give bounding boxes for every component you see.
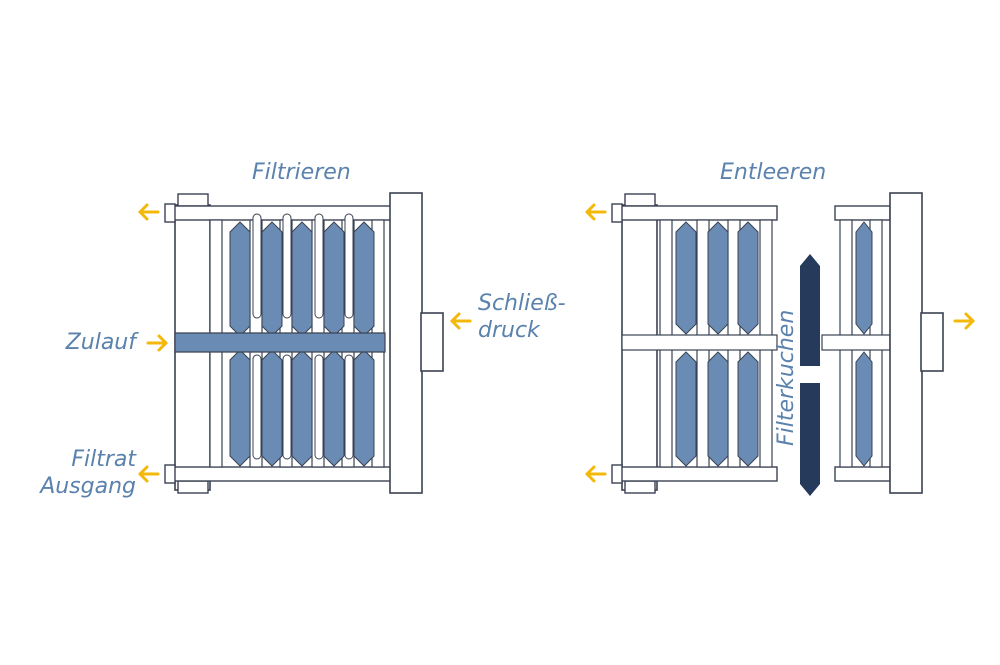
right-end-cap-bottom [624,480,656,494]
filtrate-chamber [291,349,313,467]
emptied-chamber [707,221,729,335]
right-top-rail-b [834,205,891,221]
filtering-title: Filtrieren [252,160,351,185]
top-rail [169,205,396,221]
filtrate-chamber [291,221,313,337]
closing-pressure-arrow [450,312,472,330]
plate-slot [314,354,324,460]
release-pressure-arrow [953,312,975,330]
emptied-chamber [675,351,697,467]
filtrate-label-line1: Filtrat [71,447,136,472]
filtrate-outlet-arrow [138,465,160,483]
right-top-outlet-stub [611,203,623,223]
closing-pressure-label-line2: druck [478,318,540,343]
bottom-rail [169,466,396,482]
emptied-chamber [707,351,729,467]
right-feed-channel-b [821,334,891,351]
filter-cake-upper [800,254,820,366]
emptied-chamber [675,221,697,335]
right-end-cap-top [624,193,656,207]
plate-slot [252,354,262,460]
closing-pressure-label-line1: Schließ- [478,291,566,316]
right-bottom-rail-b [834,466,891,482]
left-end-cap-top [177,193,209,207]
plate-slot [344,354,354,460]
filtrate-chamber [353,221,375,337]
filtrate-chamber [323,349,345,467]
filter-cake-lower [800,383,820,496]
emptied-chambers [675,221,891,467]
right-bottom-outlet-stub [611,464,623,484]
filtering-press [164,192,444,494]
emptied-chamber [855,351,873,467]
plate-slot [344,213,354,319]
right-top-rail-a [616,205,778,221]
plate-slot [252,213,262,319]
plate-slot [282,354,292,460]
right-feed-channel [621,334,778,351]
filtrate-label-line2: Ausgang [40,474,136,499]
filtrate-chamber [261,349,283,467]
filtrate-chamber [353,349,375,467]
filtrate-chamber [261,221,283,337]
filtrate-chamber [229,349,251,467]
feed-channel [174,332,386,353]
pressure-piston [420,312,444,372]
plate-slot [314,213,324,319]
right-outlet-top-arrow [585,203,607,221]
right-pressure-plate [889,192,923,494]
filtrate-chamber [323,221,345,337]
bottom-outlet-stub [164,464,176,484]
emptied-chamber [737,351,759,467]
plate-slot [282,213,292,319]
filter-cake-label: Filterkuchen [774,309,799,446]
right-bottom-rail-a [616,466,778,482]
emptying-title: Entleeren [720,160,827,185]
filtrate-chamber [229,221,251,337]
pressure-plate [389,192,423,494]
flow-arrows [138,203,975,483]
emptied-chamber [855,221,873,335]
emptying-press [611,192,944,496]
left-end-cap-bottom [177,480,209,494]
right-pressure-piston [920,312,944,372]
top-outlet-arrow [138,203,160,221]
emptied-chamber [737,221,759,335]
top-outlet-stub [164,203,176,223]
feed-label: Zulauf [65,330,136,355]
right-outlet-bottom-arrow [585,465,607,483]
feed-inlet-arrow [146,334,168,352]
